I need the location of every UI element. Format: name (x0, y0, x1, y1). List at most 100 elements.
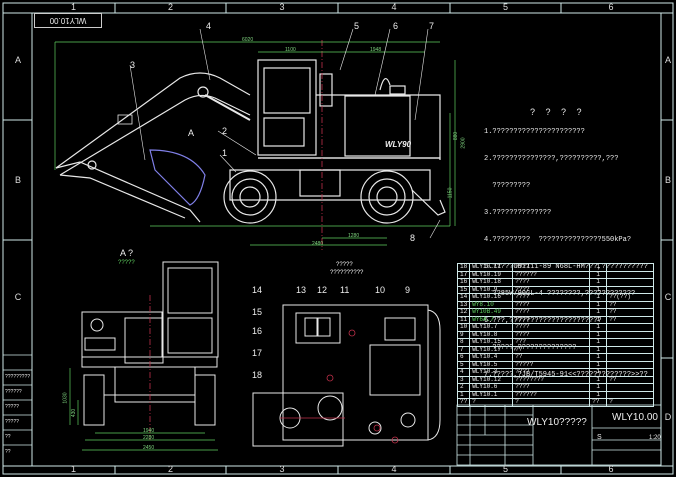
bom-no: 16 (456, 278, 471, 287)
bom-header-name: ? (512, 398, 591, 407)
revision-row: ????????? (5, 374, 31, 380)
dim-height-2: 430 (71, 408, 78, 418)
bom-name: ??? (512, 338, 591, 347)
bom-no: 14 (456, 293, 471, 302)
callout-1: 1 (222, 148, 228, 158)
bom-note: ?? (606, 308, 655, 317)
callout-9: 9 (405, 285, 411, 295)
dim-cab-length: 1100 (285, 47, 296, 53)
zone-row-c: C (14, 292, 22, 302)
revision-row: ????? (5, 419, 19, 425)
bom-note: ?? (606, 315, 655, 324)
zone-row-b: B (14, 175, 21, 185)
side-view-excavator (55, 59, 446, 224)
dim-lower-height: 1150 (447, 187, 454, 199)
zone-col-1: 1 (70, 2, 76, 12)
bom-code: WLY10.18 (469, 278, 514, 287)
bom-note (606, 263, 655, 272)
bom-name: ???? (512, 368, 591, 377)
zone-row-d-right: D (664, 412, 672, 422)
note-line: 4.????????? ???????????????550kPa? (484, 236, 632, 244)
callout-17: 17 (252, 348, 263, 358)
bom-note (606, 345, 655, 354)
bom-no: 8 (456, 338, 471, 347)
callout-18: 18 (252, 370, 263, 380)
zone-col-4-bottom: 4 (391, 464, 397, 474)
bom-header-no: ?? (456, 398, 471, 407)
revision-row: ?? (5, 449, 11, 455)
bom-code: WLY10.15 (469, 338, 514, 347)
dim-total-height: 2900 (460, 137, 467, 149)
callout-16: 16 (252, 326, 263, 336)
callout-10: 10 (375, 285, 386, 295)
zone-col-1-bottom: 1 (70, 464, 76, 474)
zone-col-6-bottom: 6 (608, 464, 614, 474)
drawing-title: WLY10????? (527, 417, 587, 428)
bom-code: WLY10.6 (469, 383, 514, 392)
zone-row-b-right: B (664, 175, 671, 185)
bom-no: 12 (456, 308, 471, 317)
bom-code: WLY10.11 (469, 263, 514, 272)
zone-row-a: A (14, 55, 21, 65)
title-block-frame (456, 404, 662, 466)
callout-14: 14 (252, 285, 263, 295)
body-model-text: WLY90 (385, 140, 412, 149)
bom-code: WLY10.1 (469, 390, 514, 399)
callout-4: 4 (206, 21, 212, 31)
callout-2: 2 (222, 126, 228, 136)
bom-note (606, 390, 655, 399)
callout-11: 11 (340, 285, 350, 295)
note-line: 3.?????????????? (484, 209, 552, 217)
bom-note (606, 270, 655, 279)
bom-name: ?????? (512, 390, 591, 399)
bom-qty: 1 (589, 278, 608, 287)
revision-row: ????? (5, 404, 19, 410)
sheet-mark: S (597, 434, 602, 441)
drawing-scale: 1:20 (649, 435, 661, 441)
zone-col-3: 3 (279, 2, 285, 12)
bom-note (606, 383, 655, 392)
bom-qty: 1 (589, 308, 608, 317)
bom-note (606, 360, 655, 369)
callout-7: 7 (429, 21, 435, 31)
zone-col-5-bottom: 5 (502, 464, 508, 474)
bom-no: 10 (456, 323, 471, 332)
note-line: 1.?????????????????????? (484, 128, 585, 136)
bom-no: 18 (456, 263, 471, 272)
bom-code: WLY10.7 (469, 323, 514, 332)
front-view-label: A ? (120, 248, 134, 258)
dim-wheelbase: 2480 (312, 241, 324, 247)
section-marker-a: A (188, 128, 195, 138)
top-view-sublabel: ?????????? (330, 270, 364, 276)
bom-no: 2 (456, 383, 471, 392)
bom-code: WY10B.49 (469, 308, 514, 317)
bom-name: ???? (512, 308, 591, 317)
revision-row: ?? (5, 434, 11, 440)
dim-track-inner: 1940 (143, 428, 155, 434)
zone-row-a-right: A (664, 55, 671, 65)
front-view-dimensions (69, 368, 218, 451)
bom-code: WLY10.3 (469, 368, 514, 377)
revision-row: ?????? (5, 389, 22, 395)
bom-name: ???? (512, 323, 591, 332)
bom-no: 6 (456, 353, 471, 362)
callout-5: 5 (354, 21, 360, 31)
bom-qty: 1 (589, 323, 608, 332)
bom-name: ???? (512, 383, 591, 392)
bom-note: ??(??) (606, 293, 655, 302)
dim-upper-height: 880 (453, 131, 460, 141)
callout-8: 8 (410, 233, 416, 243)
bom-note: ?? (606, 375, 655, 384)
dim-rear-length: 1948 (370, 47, 382, 53)
bom-note (606, 323, 655, 332)
zone-col-2-bottom: 2 (167, 464, 173, 474)
